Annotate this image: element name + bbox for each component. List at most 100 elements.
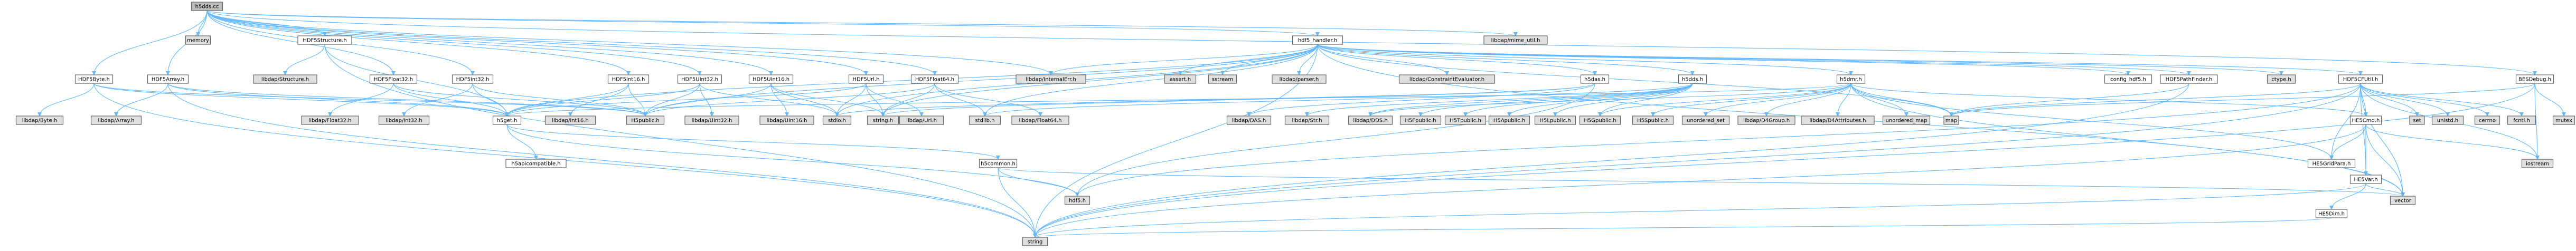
node-libdap-d4group-h: libdap/D4Group.h [1737, 115, 1795, 125]
node-hdf5url-h[interactable]: HDF5Url.h [848, 74, 884, 84]
node-label: libdap/DDS.h [1353, 118, 1387, 124]
edge-hdf5-handler-h-to-h5das-h [1317, 44, 1597, 75]
node-hdf5array-h[interactable]: HDF5Array.h [147, 74, 189, 84]
edge-hdf5structure-h-to-libdap-structure-h [283, 44, 325, 75]
node-box [2160, 74, 2218, 84]
edge-h5common-h-to-vector [998, 167, 2405, 197]
node-hdf5structure-h[interactable]: HDF5Structure.h [297, 35, 352, 45]
node-hdf5int16-h[interactable]: HDF5Int16.h [607, 74, 650, 84]
node-box [2267, 74, 2296, 84]
node-h5common-h[interactable]: h5common.h [979, 159, 1018, 168]
edge [206, 10, 702, 75]
node-h5dmr-h[interactable]: h5dmr.h [1836, 74, 1866, 84]
node-h5das-h[interactable]: h5das.h [1580, 74, 1610, 84]
node-box [2349, 115, 2382, 125]
node-besdebug-h[interactable]: BESDebug.h [2515, 74, 2554, 84]
edge-hdf5int16-h-to-libdap-int16-h [568, 83, 629, 117]
edge-h5dds-h-to-h5gpublic-h [1598, 83, 1693, 117]
edge [472, 83, 647, 117]
node-hdf5uint32-h[interactable]: HDF5UInt32.h [677, 74, 722, 84]
edge [866, 83, 924, 117]
node-label: HDF5Structure.h [303, 38, 346, 44]
node-h5get-h[interactable]: h5get.h [492, 115, 522, 125]
node-he5dim-h[interactable]: HE5Dim.h [2315, 209, 2348, 218]
edge [402, 83, 473, 117]
node-he5cmd-h[interactable]: HE5Cmd.h [2349, 115, 2382, 125]
node-hdf5-handler-h[interactable]: hdf5_handler.h [1292, 35, 1343, 45]
edge [206, 10, 631, 75]
node-box [2307, 159, 2356, 168]
edge [1317, 44, 2191, 75]
edge [1418, 83, 1693, 117]
node-he5var-h[interactable]: HE5Var.h [2349, 175, 2382, 184]
node-label: libdap/Url.h [906, 118, 937, 124]
node-box [191, 2, 223, 11]
node-box [1208, 74, 1237, 84]
edge [2360, 83, 2419, 117]
edge [1368, 83, 1693, 117]
edge-hdf5byte-h-to-h5get-h [93, 83, 509, 117]
node-hdf5pathfinder-h[interactable]: HDF5PathFinder.h [2160, 74, 2218, 84]
edge-h5dds-h-to-libdap-dds-h [1368, 83, 1693, 117]
node-stdlib-h: stdlib.h [969, 115, 1001, 125]
edge-hdf5-handler-h-to-map [1317, 44, 1953, 117]
edge [1317, 44, 1449, 75]
edge [206, 10, 1053, 75]
edge-h5dmr-h-to-unordered-map [1850, 83, 1909, 117]
node-h5apicompatible-h[interactable]: h5apicompatible.h [505, 159, 567, 168]
edge [770, 83, 885, 117]
edge [37, 83, 95, 117]
edge-besdebug-h-to-string [1033, 83, 2535, 238]
node-box [1164, 74, 1197, 84]
edge [1949, 83, 2361, 117]
edge [770, 83, 839, 117]
edge [699, 83, 714, 117]
edge-hdf5int32-h-to-h5public-h [472, 83, 647, 117]
node-box [1483, 35, 1548, 45]
node-label: libdap/Int16.h [552, 118, 589, 124]
node-box [677, 74, 722, 84]
edge-h5dmr-h-to-h5spublic-h [1651, 83, 1851, 117]
node-he5gridpara-h[interactable]: HE5GridPara.h [2307, 159, 2356, 168]
node-h5dds-h[interactable]: h5dds.h [1678, 74, 1707, 84]
edge [998, 167, 1037, 238]
node-label: hdf5_handler.h [1298, 38, 1337, 44]
node-hdf5uint16-h[interactable]: HDF5UInt16.h [748, 74, 794, 84]
edge-h5dmr-h-to-he5cmd-h [1850, 83, 2368, 117]
node-label: libdap/Str.h [1292, 118, 1322, 124]
edge-hdf5cfutil-h-to-he5gridpara-h [2329, 83, 2361, 160]
node-hdf5cfutil-h[interactable]: HDF5CFUtil.h [2338, 74, 2383, 84]
node-libdap-uint16-h: libdap/UInt16.h [759, 115, 814, 125]
node-hdf5float64-h[interactable]: HDF5Float64.h [910, 74, 959, 84]
node-hdf5int32-h[interactable]: HDF5Int32.h [452, 74, 494, 84]
node-box [1016, 74, 1086, 84]
edge-hdf5-handler-h-to-string-h [881, 44, 1318, 117]
edge [1463, 83, 1693, 117]
edge [2329, 183, 2366, 210]
edge-hdf5url-h-to-libdap-url-h [866, 83, 924, 117]
node-label: unistd.h [2437, 118, 2458, 124]
node-hdf5byte-h[interactable]: HDF5Byte.h [74, 74, 114, 84]
edge [881, 44, 1318, 117]
edge [643, 83, 935, 117]
edge [1704, 83, 1851, 117]
edge-hdf5uint16-h-to-h5public-h [643, 83, 772, 117]
node-label: h5das.h [1584, 77, 1605, 83]
edge-root-to-hdf5uint16-h [206, 10, 773, 75]
node-label: assert.h [1170, 77, 1191, 83]
edge-hdf5url-h-to-string-h [866, 83, 885, 117]
node-label: libdap/UInt32.h [692, 118, 732, 124]
edge-hdf5int16-h-to-h5get-h [505, 83, 629, 117]
node-libdap-byte-h: libdap/Byte.h [15, 115, 64, 125]
node-label: libdap/mime_util.h [1491, 38, 1540, 44]
node-config-hdf5-h[interactable]: config_hdf5.h [2104, 74, 2152, 84]
node-box [505, 159, 567, 168]
edge-hdf5cfutil-h-to-unistd-h [2360, 83, 2450, 117]
edge [93, 83, 509, 117]
edge-he5var-h-to-string [1033, 183, 2366, 238]
node-hdf5float32-h[interactable]: HDF5Float32.h [369, 74, 418, 84]
node-label: libdap/Int32.h [386, 118, 422, 124]
node-box [684, 115, 739, 125]
node-label: libdap/D4Attributes.h [1809, 118, 1866, 124]
edge-h5dmr-h-to-libdap-d4group-h [1764, 83, 1851, 117]
